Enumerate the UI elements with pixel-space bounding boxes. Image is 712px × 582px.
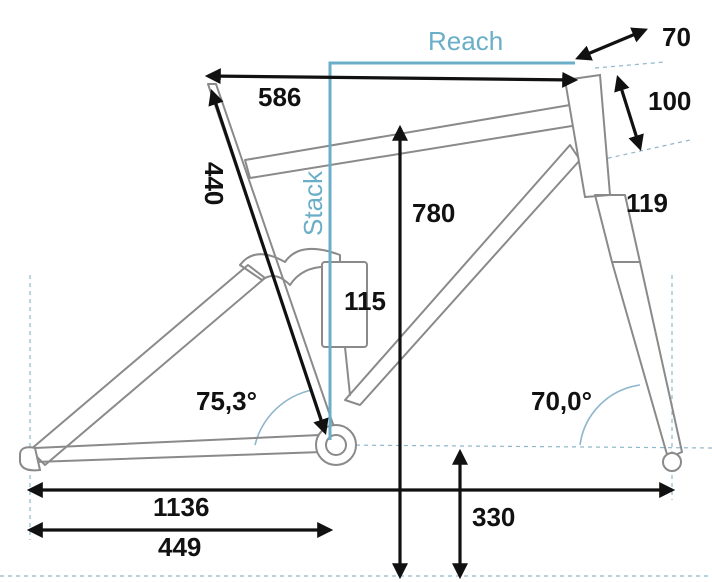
seat-tube-arrow	[208, 88, 329, 436]
seat-stay	[29, 264, 266, 466]
fork-lower	[611, 261, 683, 459]
dimension-arrows	[26, 27, 676, 580]
front-axle	[662, 452, 682, 472]
head-angle-label: 70,0°	[531, 386, 592, 416]
wheelbase-label: 1136	[153, 492, 209, 522]
stack-label: Stack	[298, 170, 328, 236]
head-tube	[563, 73, 612, 199]
down-tube	[344, 144, 581, 406]
reach-stack-lines	[328, 61, 575, 440]
seat-tube-label: 440	[199, 162, 229, 205]
spacer-arrow	[614, 74, 644, 152]
head-angle-arc	[579, 384, 641, 446]
shock-length-label: 115	[344, 286, 386, 316]
rear-dropout	[19, 446, 42, 472]
stem-top-guide	[594, 61, 666, 69]
head-tube-label: 119	[626, 188, 668, 218]
bb-height-label: 330	[472, 502, 515, 532]
chain-stay	[34, 434, 323, 463]
stem-arrow	[575, 27, 648, 61]
stem-label: 70	[662, 22, 691, 52]
seat-angle-label: 75,3°	[196, 386, 257, 416]
spacer-label: 100	[648, 86, 691, 116]
headtube-top-guide	[599, 139, 691, 161]
bb-horizontal-guide	[339, 444, 712, 449]
stack-height-label: 780	[412, 198, 455, 228]
top-tube	[244, 104, 579, 179]
chainstay-label: 449	[158, 532, 201, 562]
reach-label: Reach	[428, 26, 503, 56]
top-tube-arrow	[204, 68, 579, 88]
shock-shaft	[344, 346, 351, 396]
top-tube-label: 586	[258, 82, 301, 112]
